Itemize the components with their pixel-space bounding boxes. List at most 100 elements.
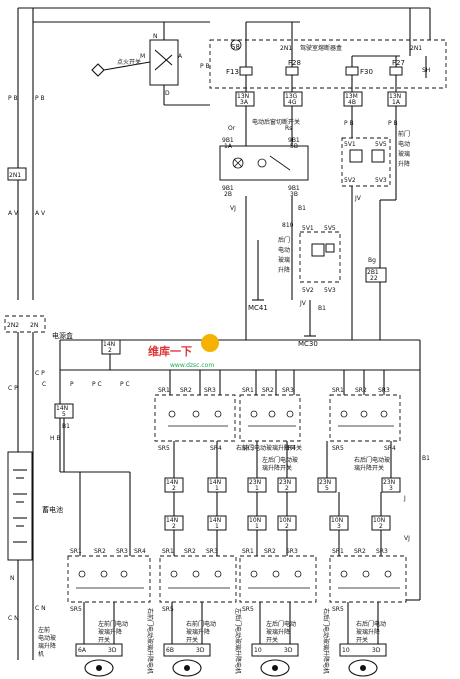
fusebox-label: 驾驶室熔断器盒 (300, 44, 342, 52)
svg-text:14N: 14N (166, 479, 178, 486)
svg-text:JV: JV (354, 195, 362, 202)
svg-text:P B: P B (8, 95, 18, 102)
svg-text:3: 3 (389, 485, 393, 492)
svg-text:SR5: SR5 (70, 606, 82, 613)
svg-text:10: 10 (254, 647, 262, 654)
svg-text:左前: 左前 (38, 626, 50, 634)
svg-text:13N: 13N (389, 93, 401, 100)
svg-text:2N: 2N (30, 322, 38, 329)
svg-text:www.dzsc.com: www.dzsc.com (170, 362, 214, 369)
svg-text:SR2: SR2 (262, 387, 274, 394)
svg-text:M: M (140, 53, 145, 60)
svg-text:电动: 电动 (278, 246, 290, 254)
svg-text:P B: P B (35, 95, 45, 102)
svg-text:1: 1 (255, 523, 259, 530)
svg-text:2N1: 2N1 (410, 45, 422, 52)
svg-text:璃升降: 璃升降 (38, 642, 56, 650)
svg-text:3: 3 (337, 523, 341, 530)
svg-text:2: 2 (285, 485, 289, 492)
svg-text:SR4: SR4 (134, 548, 146, 555)
svg-text:6B: 6B (166, 647, 174, 654)
svg-text:开关: 开关 (186, 636, 198, 644)
svg-text:10N: 10N (249, 517, 261, 524)
svg-text:开关: 开关 (356, 636, 368, 644)
svg-text:5B: 5B (290, 143, 298, 150)
svg-text:2: 2 (285, 523, 289, 530)
svg-text:后门: 后门 (278, 236, 290, 244)
cabin-fuse-box: 驾驶室熔断器盒 S8 2N1 2N1 SH F13 F28 F30 F27 (209, 39, 447, 89)
svg-text:P C: P C (92, 381, 102, 388)
svg-text:P C: P C (120, 381, 130, 388)
svg-text:C: C (42, 381, 46, 388)
svg-text:5V2: 5V2 (344, 177, 356, 184)
svg-text:B1: B1 (62, 423, 70, 430)
svg-text:J: J (403, 495, 406, 502)
power-box: 2N2 2N 电源盒 (4, 315, 73, 340)
svg-text:A V: A V (8, 210, 19, 217)
svg-text:23N: 23N (319, 479, 331, 486)
svg-text:JV: JV (299, 300, 307, 307)
svg-text:MC30: MC30 (298, 340, 318, 348)
svg-text:SR2: SR2 (94, 548, 106, 555)
svg-text:Or: Or (228, 125, 236, 132)
svg-text:S8: S8 (231, 43, 240, 51)
svg-text:5V3: 5V3 (375, 177, 387, 184)
svg-text:2B1: 2B1 (367, 269, 379, 276)
upper-switch-3-label: 右后门电动玻 (354, 456, 390, 464)
svg-text:5V1: 5V1 (302, 225, 314, 232)
svg-text:SR1: SR1 (70, 548, 82, 555)
svg-text:玻璃: 玻璃 (398, 150, 410, 158)
lower-switch-3-label: 左后门电动 (266, 620, 296, 628)
lower-switch-1: SR1 SR2 SR3 SR4 SR5 (67, 548, 151, 613)
svg-text:璃升降开关: 璃升降开关 (262, 464, 292, 472)
svg-text:玻璃: 玻璃 (278, 256, 290, 264)
svg-text:电动玻: 电动玻 (38, 634, 56, 642)
svg-text:3B: 3B (290, 191, 298, 198)
svg-text:1A: 1A (224, 143, 233, 150)
svg-text:玻璃升降: 玻璃升降 (356, 628, 380, 636)
svg-text:P: P (70, 381, 74, 388)
svg-text:维库一下: 维库一下 (148, 344, 192, 358)
svg-text:SR1: SR1 (242, 387, 254, 394)
svg-text:2B: 2B (224, 191, 232, 198)
svg-text:1A: 1A (392, 99, 401, 106)
svg-text:SR5: SR5 (162, 606, 174, 613)
svg-text:SR3: SR3 (206, 548, 218, 555)
svg-text:C N: C N (8, 615, 19, 622)
svg-text:5V5: 5V5 (375, 141, 387, 148)
svg-text:SR3: SR3 (116, 548, 128, 555)
ignition-switch: 点火开关 N M A D (91, 33, 183, 97)
fuse-f13: F13 (226, 68, 239, 76)
svg-text:Bg: Bg (368, 257, 376, 264)
svg-text:MC41: MC41 (248, 304, 268, 312)
lower-switch-1-label: 左前门电动 (98, 620, 128, 628)
svg-text:升降: 升降 (278, 266, 290, 274)
svg-text:玻璃升降: 玻璃升降 (266, 628, 290, 636)
fuse-f30: F30 (360, 68, 373, 76)
fuse-f28: F28 (288, 59, 301, 67)
lower-switch-2-label: 右前门电动 (186, 620, 216, 628)
svg-text:1: 1 (215, 485, 219, 492)
svg-text:SR2: SR2 (355, 387, 367, 394)
svg-text:VJ: VJ (404, 535, 410, 542)
svg-text:SR1: SR1 (162, 548, 174, 555)
front-door-window-unit: 前门 电动 玻璃 升降 5V1 5V5 5V2 5V3 (341, 130, 410, 187)
upper-switch-2-label: 左后门电动玻 (262, 456, 298, 464)
svg-text:开关: 开关 (266, 636, 278, 644)
svg-text:3D: 3D (372, 647, 381, 654)
svg-text:2: 2 (172, 523, 176, 530)
svg-text:电动: 电动 (398, 140, 410, 148)
svg-text:右后门电动玻璃升降电机: 右后门电动玻璃升降电机 (322, 608, 330, 674)
upper-switch-1-label: 右前门电动玻璃升降开关 (236, 444, 302, 452)
svg-text:SR2: SR2 (180, 387, 192, 394)
svg-text:3D: 3D (196, 647, 205, 654)
svg-text:玻璃升降: 玻璃升降 (186, 628, 210, 636)
svg-text:C P: C P (35, 370, 45, 377)
svg-text:右前门电动玻璃升降电机: 右前门电动玻璃升降电机 (146, 608, 154, 674)
svg-text:SR2: SR2 (354, 548, 366, 555)
